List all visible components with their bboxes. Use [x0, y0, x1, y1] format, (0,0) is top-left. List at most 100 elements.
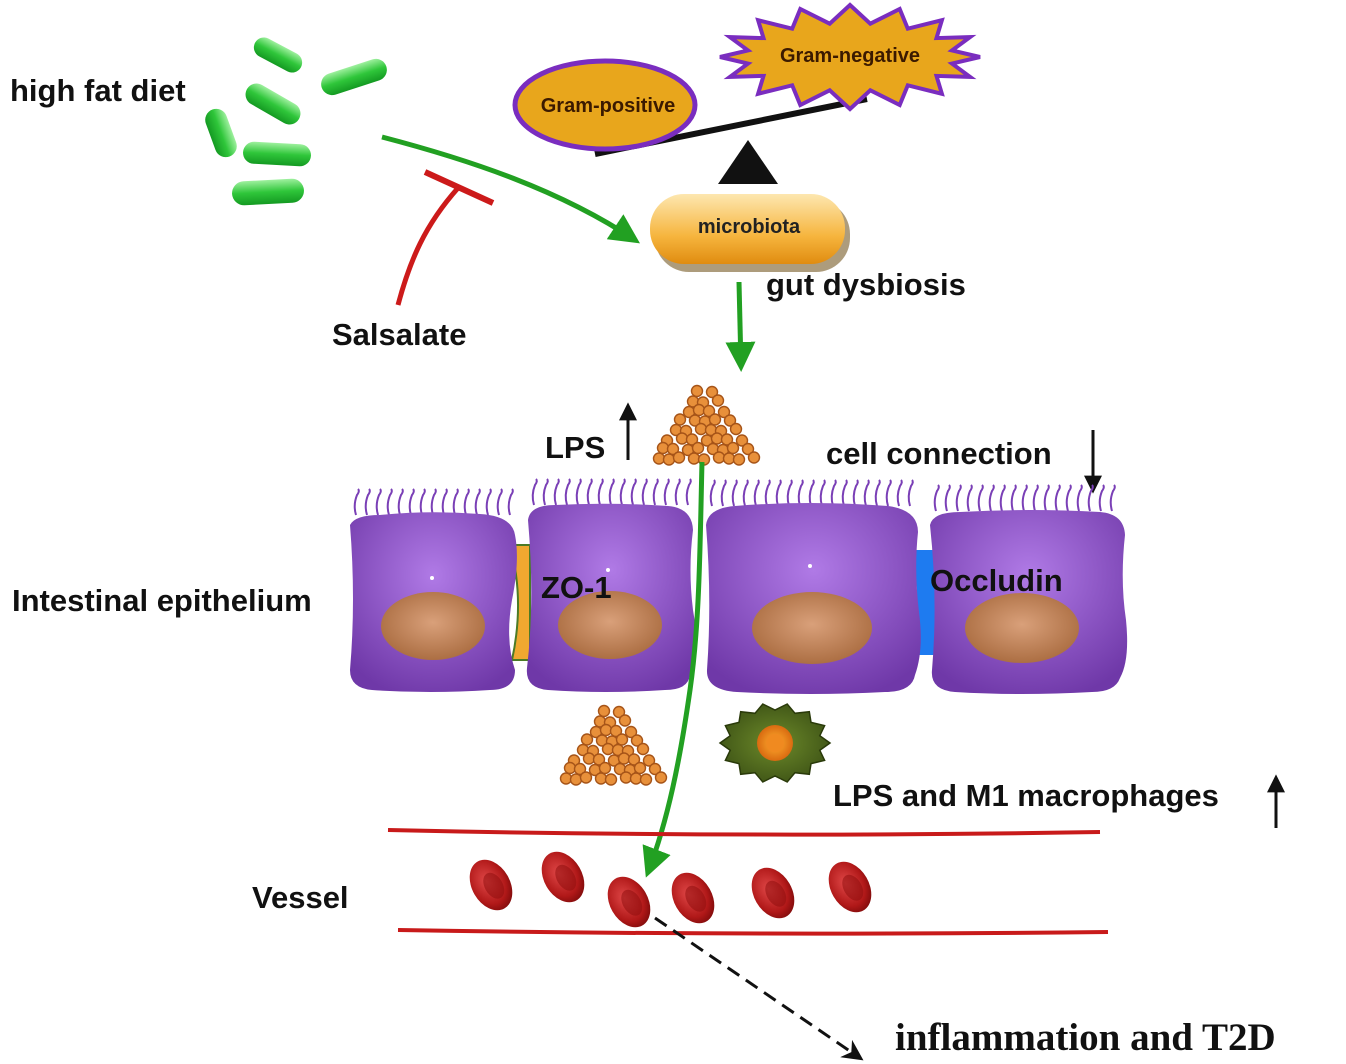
lps-particle [582, 752, 596, 765]
nucleus-2 [558, 591, 662, 659]
microvillus [496, 488, 503, 516]
lps-particle [579, 771, 593, 784]
lps-particle [629, 772, 643, 785]
microvillus [652, 478, 659, 506]
microvillus [641, 478, 648, 506]
lps-particle [618, 714, 632, 727]
zo1-label: ZO-1 [541, 570, 612, 605]
microvillus [353, 488, 360, 516]
microvillus [819, 479, 826, 507]
microvillus [966, 484, 973, 512]
microvillus [1032, 484, 1039, 512]
microvillus [419, 488, 426, 516]
microvillus [1065, 484, 1072, 512]
microvillus [988, 484, 995, 512]
salsalate-inhibition [395, 169, 495, 306]
microvillus [808, 479, 815, 507]
gram-negative-bacteria: Gram-negative [719, 2, 981, 112]
lps-particle [711, 394, 725, 407]
diet-to-microbiota-arrow [381, 134, 640, 244]
microbiota-capsule: microbiota [650, 194, 850, 272]
microvillus [452, 488, 459, 516]
nucleus-3 [752, 592, 872, 664]
lps-particle [639, 773, 653, 786]
microvillus [1098, 484, 1105, 512]
microvillus [586, 478, 593, 506]
microvillus [775, 479, 782, 507]
microvillus [564, 478, 571, 506]
microvillus [441, 488, 448, 516]
microvilli [353, 478, 1116, 516]
microvillus [1076, 484, 1083, 512]
lps-particle [732, 453, 746, 466]
high-fat-diet-bacteria [205, 37, 387, 206]
lps-particle [692, 403, 706, 417]
lps-particle [722, 452, 736, 465]
lps-particle [708, 413, 722, 426]
lps-particle [601, 742, 615, 756]
microvillus [742, 479, 749, 507]
lps-particle [580, 733, 594, 746]
microvillus [830, 479, 837, 507]
intestinal-epithelium [350, 478, 1128, 694]
microvillus [863, 479, 870, 507]
microvillus [933, 484, 940, 512]
gut-dysbiosis-label: gut dysbiosis [766, 267, 966, 302]
microvillus [685, 478, 692, 506]
microvillus [630, 478, 637, 506]
microvillus [896, 479, 903, 507]
microvillus [907, 479, 914, 507]
lps-particle [594, 772, 608, 785]
lps-cluster-bottom [559, 704, 668, 786]
microvillus [874, 479, 881, 507]
lps-particle [599, 723, 613, 737]
gram-negative-label: Gram-negative [780, 45, 920, 67]
microvillus [364, 488, 371, 516]
lps-translocation-arrow [642, 461, 705, 878]
red-blood-cell [607, 876, 651, 928]
lps-particle [675, 432, 689, 445]
lps-particle [729, 422, 743, 436]
red-blood-cell [541, 851, 585, 903]
lps-particle [597, 704, 611, 718]
microvillus [709, 479, 716, 507]
microvillus [507, 488, 514, 516]
cell-connection-down-indicator: cell connection [826, 430, 1102, 494]
microvillus [1021, 484, 1028, 512]
lps-particle [691, 441, 705, 455]
microvillus [553, 478, 560, 506]
lps-particle [673, 413, 687, 426]
microvillus [485, 488, 492, 516]
lps-particle [710, 432, 724, 445]
nucleus-1 [381, 592, 485, 660]
microvillus [1087, 484, 1094, 512]
microvillus [764, 479, 771, 507]
lps-particle [712, 451, 726, 464]
red-blood-cell [671, 872, 715, 924]
lps-particle [633, 761, 647, 775]
microvillus [786, 479, 793, 507]
microvillus [608, 478, 615, 506]
microvillus [408, 488, 415, 516]
microbiota-label: microbiota [698, 216, 801, 238]
microvillus [720, 479, 727, 507]
microvillus [841, 479, 848, 507]
red-blood-cell [751, 867, 795, 919]
lps-particle [619, 771, 633, 784]
microvillus [731, 479, 738, 507]
microvillus [674, 478, 681, 506]
microvillus [852, 479, 859, 507]
lps-particle [672, 451, 686, 464]
lps-particle [615, 733, 629, 746]
lps-particle [747, 451, 761, 464]
microvillus [430, 488, 437, 516]
lps-particle [694, 422, 708, 436]
microvillus [663, 478, 670, 506]
microvillus [944, 484, 951, 512]
microvillus [542, 478, 549, 506]
microvillus [753, 479, 760, 507]
microvillus [999, 484, 1006, 512]
lps-cluster-top [652, 384, 761, 466]
cell-connection-label: cell connection [826, 436, 1052, 471]
microvillus [375, 488, 382, 516]
